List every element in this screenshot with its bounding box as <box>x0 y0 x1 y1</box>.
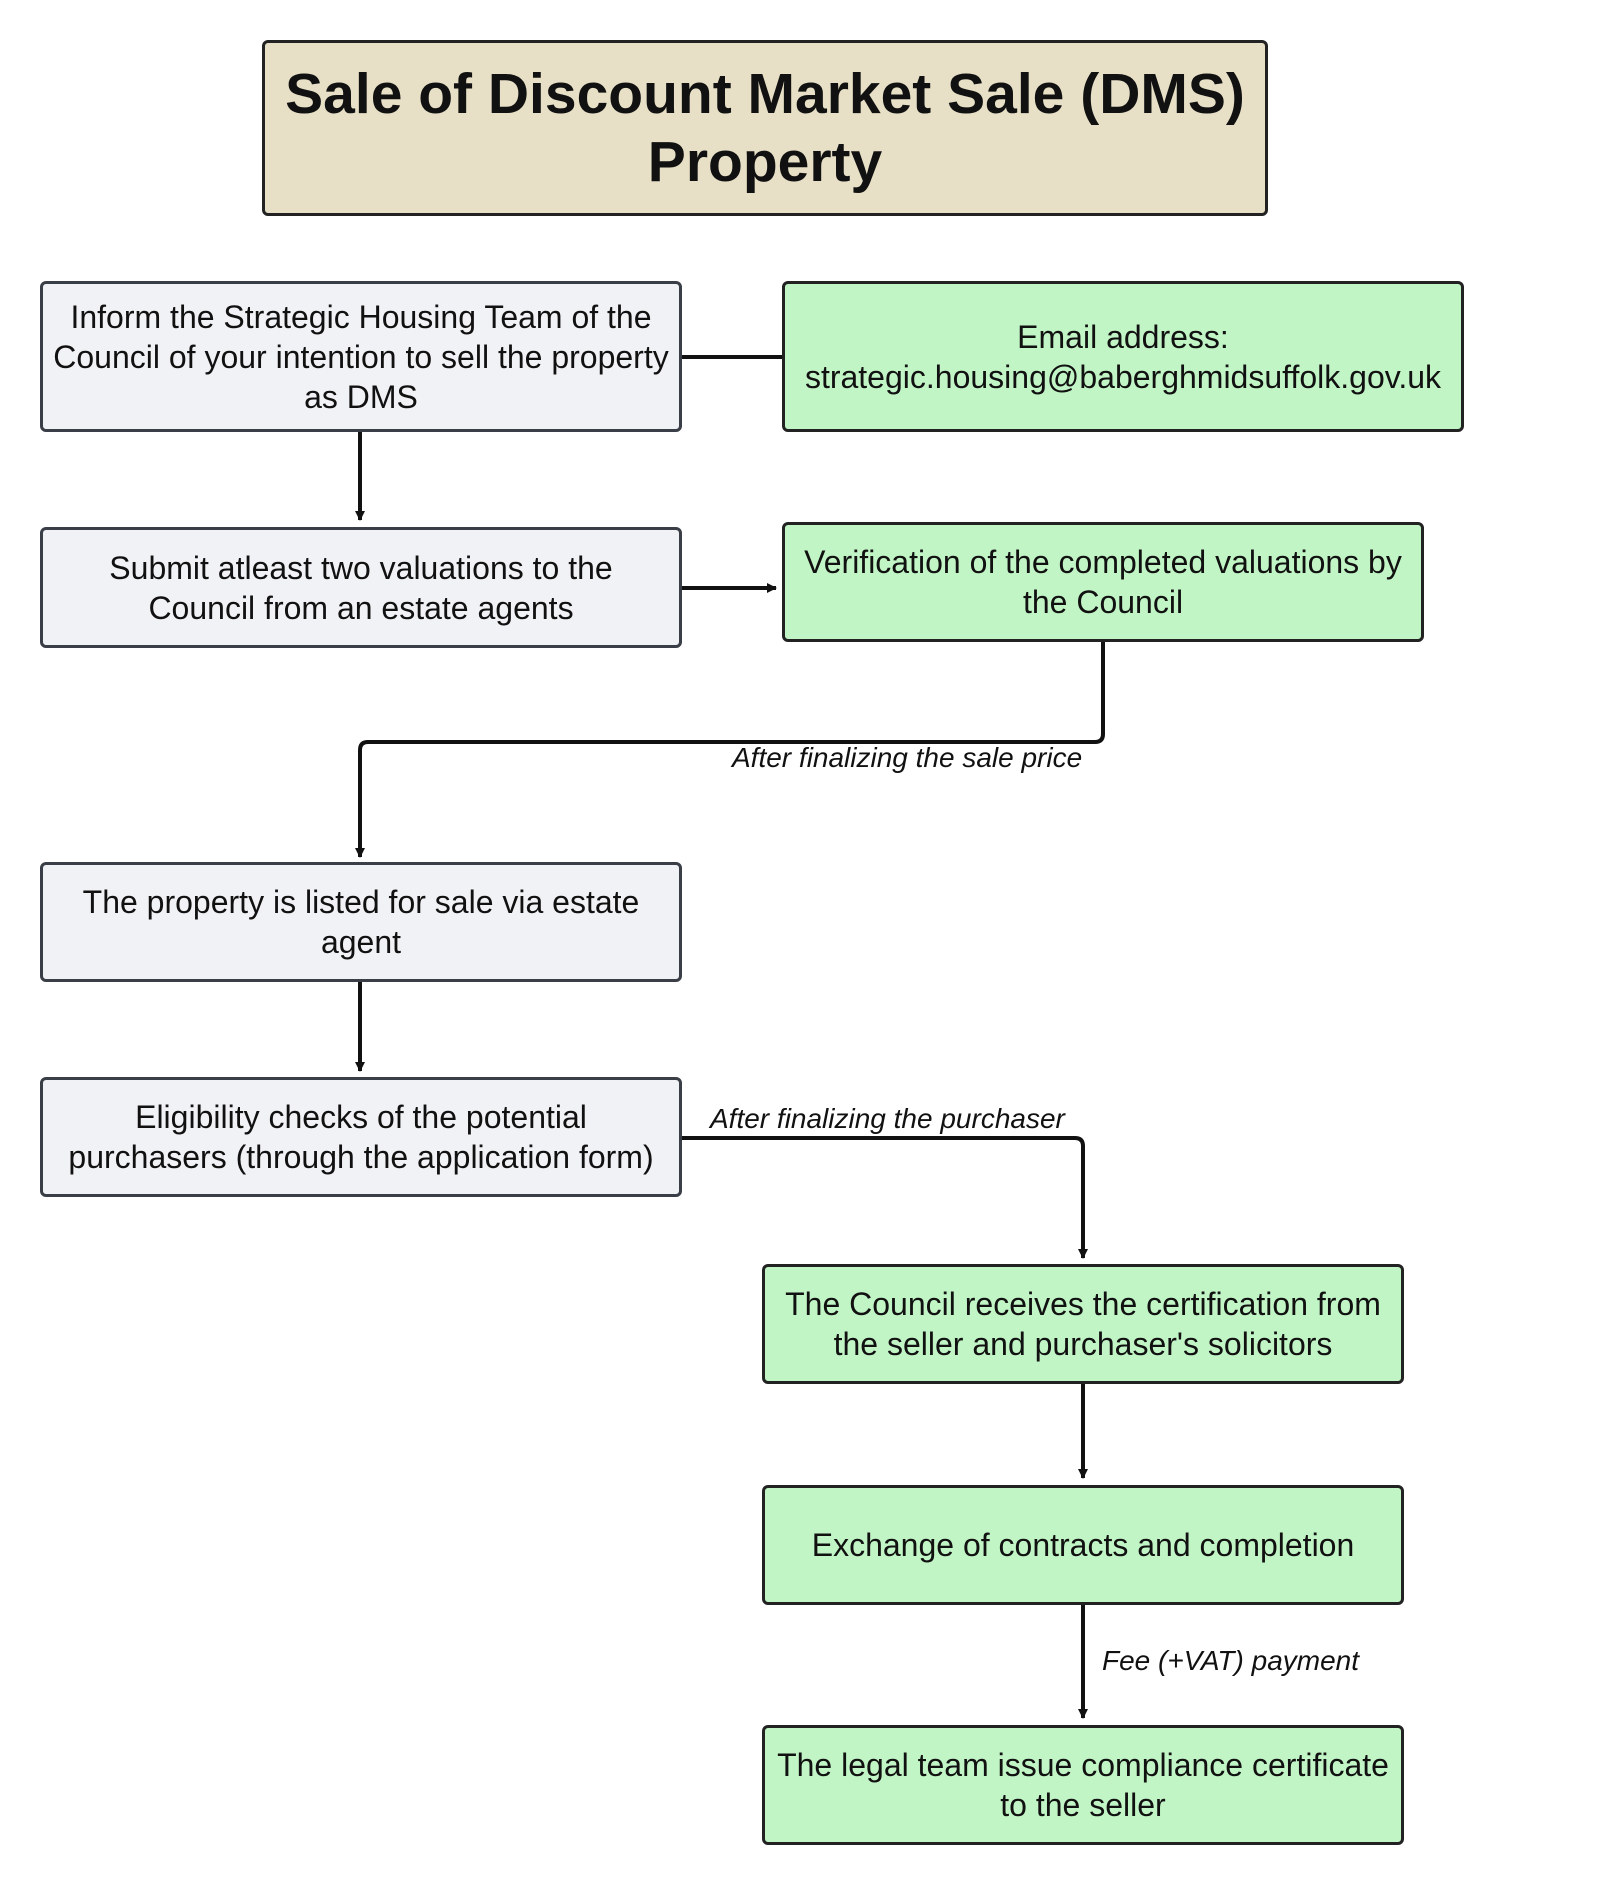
node-exchange-contracts: Exchange of contracts and completion <box>762 1485 1404 1605</box>
node-council-certification-text: The Council receives the certification f… <box>785 1286 1381 1362</box>
node-submit-valuations: Submit atleast two valuations to the Cou… <box>40 527 682 648</box>
node-exchange-contracts-text: Exchange of contracts and completion <box>811 1527 1355 1563</box>
diagram-title-text: Sale of Discount Market Sale (DMS) Prope… <box>285 62 1245 194</box>
diagram-title: Sale of Discount Market Sale (DMS) Prope… <box>262 40 1268 216</box>
node-email: Email address: strategic.housing@babergh… <box>782 281 1464 432</box>
node-eligibility-checks-text: Eligibility checks of the potential purc… <box>68 1099 654 1175</box>
label-after-sale-price: After finalizing the sale price <box>732 742 1083 773</box>
email-address: strategic.housing@baberghmidsuffolk.gov.… <box>804 358 1442 395</box>
node-eligibility-checks: Eligibility checks of the potential purc… <box>40 1077 682 1197</box>
node-listed-for-sale-text: The property is listed for sale via esta… <box>82 884 640 960</box>
node-inform-team-text: Inform the Strategic Housing Team of the… <box>53 298 669 415</box>
label-after-purchaser: After finalizing the purchaser <box>710 1103 1065 1134</box>
node-verification-text: Verification of the completed valuations… <box>804 544 1402 620</box>
label-fee-payment: Fee (+VAT) payment <box>1102 1645 1360 1676</box>
email-label: Email address: <box>1017 318 1229 355</box>
node-inform-team: Inform the Strategic Housing Team of the… <box>40 281 682 432</box>
node-verification: Verification of the completed valuations… <box>782 522 1424 642</box>
node-listed-for-sale: The property is listed for sale via esta… <box>40 862 682 982</box>
node-council-certification: The Council receives the certification f… <box>762 1264 1404 1384</box>
arrow-verification-to-listed <box>355 642 1105 858</box>
node-submit-valuations-text: Submit atleast two valuations to the Cou… <box>109 549 613 626</box>
arrow-eligibility-to-certification <box>682 1136 1088 1259</box>
node-compliance-certificate: The legal team issue compliance certific… <box>762 1725 1404 1845</box>
node-compliance-certificate-text: The legal team issue compliance certific… <box>777 1747 1389 1823</box>
